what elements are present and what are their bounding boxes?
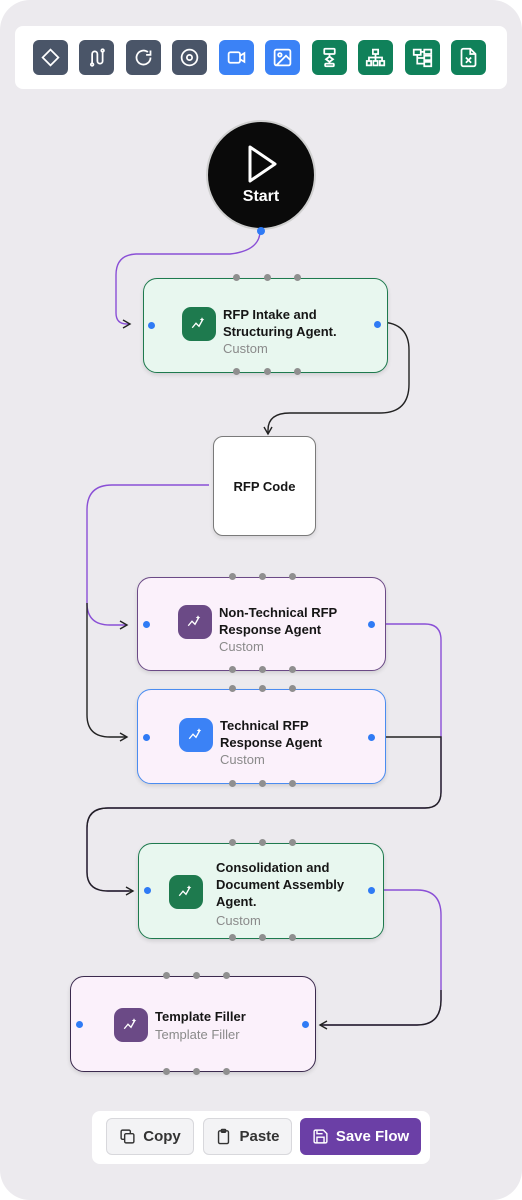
node-technical-rfp[interactable]: Technical RFP Response Agent Custom (137, 689, 386, 784)
node-input-port[interactable] (148, 322, 155, 329)
node-output-port[interactable] (368, 887, 375, 894)
node-non-technical-rfp[interactable]: Non-Technical RFP Response Agent Custom (137, 577, 386, 671)
node-port[interactable] (163, 1068, 170, 1075)
node-output-port[interactable] (374, 321, 381, 328)
paste-label: Paste (239, 1128, 280, 1145)
node-port[interactable] (163, 972, 170, 979)
node-input-port[interactable] (143, 734, 150, 741)
play-icon (248, 145, 277, 183)
node-port[interactable] (229, 780, 236, 787)
node-title: RFP Intake and Structuring Agent. (223, 307, 337, 339)
node-subtitle: Template Filler (155, 1027, 240, 1042)
copy-button[interactable]: Copy (106, 1118, 194, 1155)
table-tree-icon[interactable] (405, 40, 440, 75)
node-subtitle: Custom (220, 752, 265, 767)
node-subtitle: Custom (223, 341, 268, 356)
node-port[interactable] (264, 274, 271, 281)
flowchart-icon[interactable] (312, 40, 347, 75)
video-icon[interactable] (219, 40, 254, 75)
node-output-port[interactable] (368, 734, 375, 741)
node-title: Template Filler (155, 1009, 246, 1024)
node-subtitle: Custom (216, 913, 261, 928)
node-port[interactable] (289, 839, 296, 846)
node-port[interactable] (289, 666, 296, 673)
node-rfp-intake[interactable]: RFP Intake and Structuring Agent. Custom (143, 278, 388, 373)
node-input-port[interactable] (76, 1021, 83, 1028)
node-port[interactable] (229, 666, 236, 673)
node-port[interactable] (229, 934, 236, 941)
node-port[interactable] (223, 1068, 230, 1075)
stop-circle-icon[interactable] (172, 40, 207, 75)
node-port[interactable] (223, 972, 230, 979)
save-label: Save Flow (335, 1128, 410, 1145)
node-port[interactable] (259, 685, 266, 692)
node-port[interactable] (294, 368, 301, 375)
agent-icon (178, 605, 212, 639)
copy-label: Copy (143, 1128, 181, 1145)
node-port[interactable] (294, 274, 301, 281)
node-port[interactable] (229, 573, 236, 580)
agent-icon (114, 1008, 148, 1042)
node-input-port[interactable] (144, 887, 151, 894)
excel-file-icon[interactable] (451, 40, 486, 75)
agent-icon (169, 875, 203, 909)
image-icon[interactable] (265, 40, 300, 75)
node-port[interactable] (289, 573, 296, 580)
clipboard-icon (218, 1128, 230, 1145)
node-title: Non-Technical RFP Response Agent (219, 605, 337, 637)
save-flow-button[interactable]: Save Flow (300, 1118, 421, 1155)
node-port[interactable] (289, 685, 296, 692)
copy-icon (120, 1129, 135, 1144)
agent-icon (179, 718, 213, 752)
node-port[interactable] (233, 274, 240, 281)
edge-consolidation-to-template-head (318, 990, 442, 1030)
node-port[interactable] (259, 573, 266, 580)
save-icon (313, 1129, 328, 1144)
diamond-icon[interactable] (33, 40, 68, 75)
node-port[interactable] (259, 839, 266, 846)
node-port[interactable] (229, 685, 236, 692)
node-port[interactable] (193, 972, 200, 979)
node-output-port[interactable] (302, 1021, 309, 1028)
node-port[interactable] (233, 368, 240, 375)
sitemap-icon[interactable] (358, 40, 393, 75)
toolbar (15, 26, 507, 89)
agent-icon (182, 307, 216, 341)
action-bar: Copy Paste Save Flow (92, 1111, 430, 1164)
node-port[interactable] (259, 780, 266, 787)
node-port[interactable] (229, 839, 236, 846)
paste-button[interactable]: Paste (203, 1118, 292, 1155)
node-port[interactable] (289, 934, 296, 941)
start-output-port[interactable] (257, 227, 265, 235)
node-output-port[interactable] (368, 621, 375, 628)
rotate-icon[interactable] (126, 40, 161, 75)
node-subtitle: Custom (219, 639, 264, 654)
node-consolidation[interactable]: Consolidation and Document Assembly Agen… (138, 843, 384, 939)
start-node[interactable]: Start (206, 120, 316, 230)
node-rfp-code[interactable]: RFP Code (213, 436, 316, 536)
node-port[interactable] (264, 368, 271, 375)
node-port[interactable] (289, 780, 296, 787)
node-port[interactable] (193, 1068, 200, 1075)
node-title: Technical RFP Response Agent (220, 718, 323, 750)
node-port[interactable] (259, 666, 266, 673)
node-input-port[interactable] (143, 621, 150, 628)
node-port[interactable] (259, 934, 266, 941)
node-template-filler[interactable]: Template Filler Template Filler (70, 976, 316, 1072)
edge-code-to-tech (86, 603, 129, 742)
start-label: Start (242, 188, 280, 205)
route-icon[interactable] (79, 40, 114, 75)
node-title: Consolidation and Document Assembly Agen… (216, 860, 345, 909)
